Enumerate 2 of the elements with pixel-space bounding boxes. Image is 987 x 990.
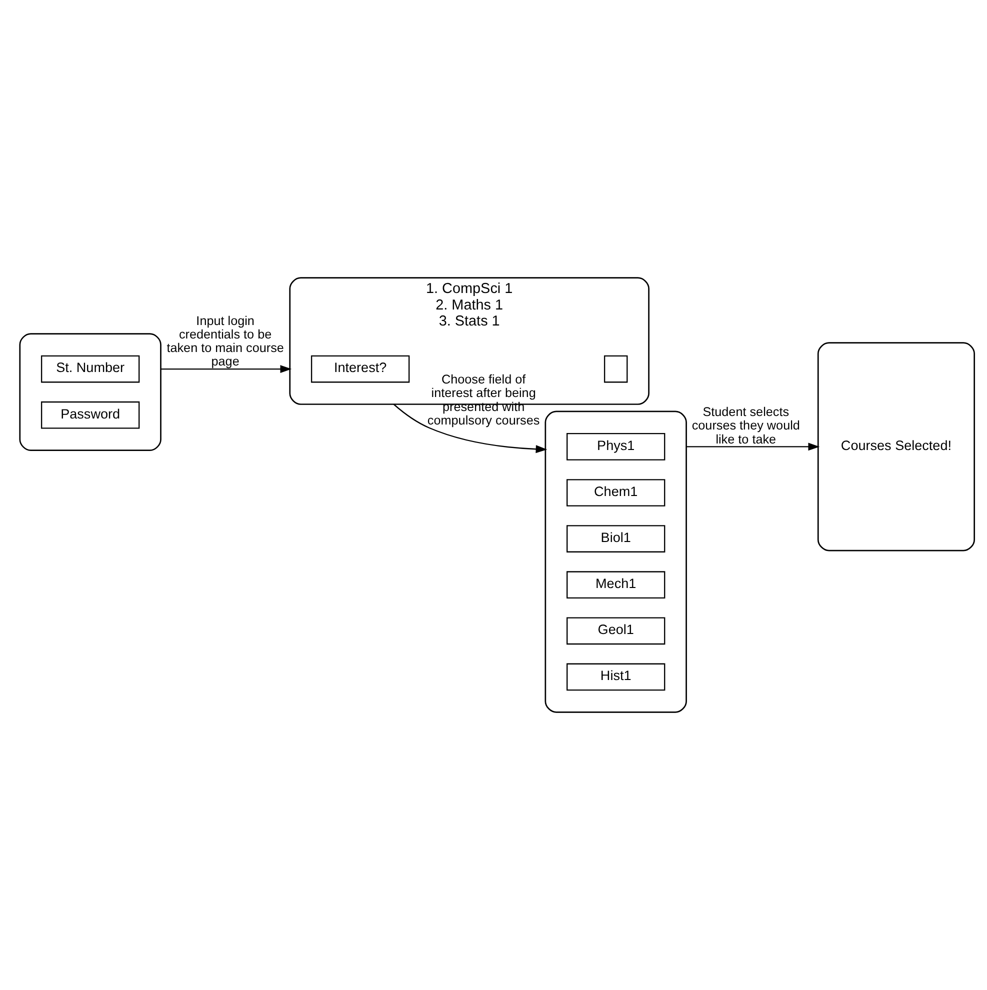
edge-label: Student selects courses they would like to take: [692, 405, 800, 446]
edge-label: Input login credentials to be taken to main course page: [166, 314, 284, 369]
